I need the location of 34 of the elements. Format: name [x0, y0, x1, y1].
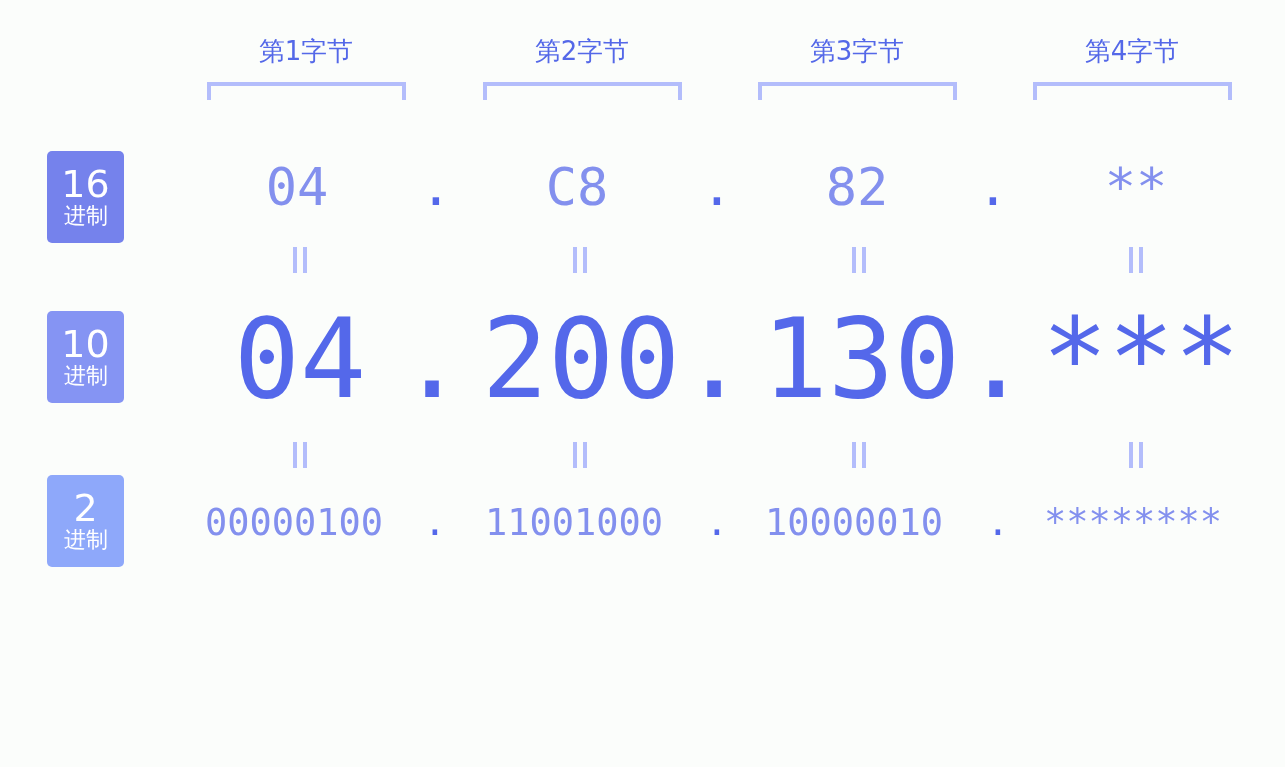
dot-separator: . — [962, 304, 1030, 414]
hex-octet: 04 — [265, 161, 329, 213]
hex-octet: ** — [1104, 161, 1168, 213]
byte-heading: 第2字节 — [534, 35, 630, 68]
hex-octet: C8 — [545, 161, 609, 213]
decimal-octet: *** — [1041, 304, 1241, 414]
decimal-octet: 04 — [233, 304, 367, 414]
hex-octet: 82 — [825, 161, 889, 213]
base-label: 进制 — [63, 203, 108, 229]
dot-separator: . — [398, 304, 466, 414]
base-label: 进制 — [63, 363, 108, 389]
byte-heading: 第3字节 — [809, 35, 905, 68]
byte-heading: 第1字节 — [258, 35, 354, 68]
binary-octet: 10000010 — [764, 504, 944, 541]
base-label: 进制 — [63, 527, 108, 553]
binary-octet: ******** — [1043, 504, 1223, 541]
dot-separator: . — [423, 504, 447, 541]
number-base-badge — [47, 311, 124, 403]
dot-separator: . — [680, 304, 748, 414]
dot-separator: . — [420, 161, 452, 213]
decimal-octet: 130 — [761, 304, 961, 414]
byte-heading: 第4字节 — [1084, 35, 1180, 68]
dot-separator: . — [701, 161, 733, 213]
decimal-octet: 200 — [481, 304, 681, 414]
number-base-badge — [47, 151, 124, 243]
dot-separator: . — [705, 504, 729, 541]
base-number: 10 — [61, 325, 110, 363]
base-number: 2 — [73, 489, 98, 527]
binary-octet: 11001000 — [484, 504, 664, 541]
dot-separator: . — [986, 504, 1010, 541]
binary-octet: 00000100 — [204, 504, 384, 541]
dot-separator: . — [977, 161, 1009, 213]
number-base-badge — [47, 475, 124, 567]
base-number: 16 — [61, 165, 110, 203]
